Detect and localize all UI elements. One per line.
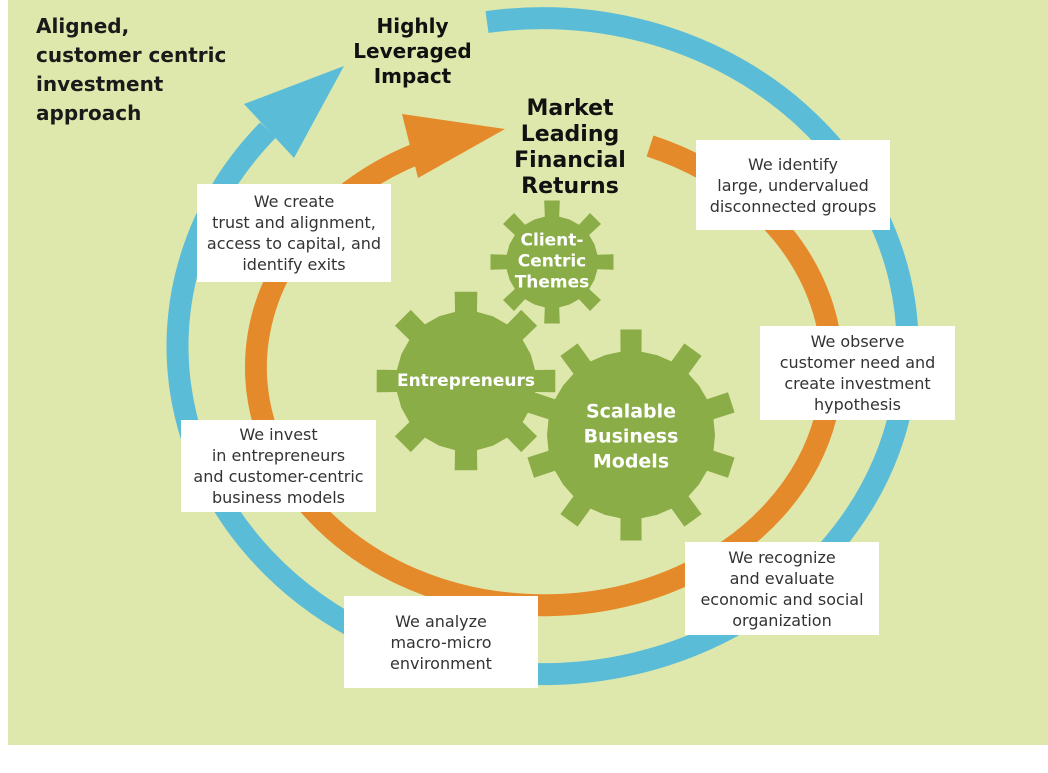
gear-label-line: Business (583, 425, 679, 448)
outer-cycle-arrowhead (244, 66, 344, 158)
gear-shape (376, 291, 556, 471)
scalable-business-models-gear (527, 329, 735, 541)
inner-cycle-arrowhead (402, 114, 505, 178)
approach-caption: Aligned, customer centric investment app… (36, 12, 226, 128)
step-line: We invest (239, 425, 318, 444)
client-centric-themes-gear (490, 200, 614, 324)
step-line: economic and social (700, 589, 864, 609)
step-recognize-evaluate: We recognize and evaluate economic and s… (685, 542, 879, 635)
step-line: and customer-centric (193, 467, 364, 486)
inner-label-line: Returns (521, 174, 619, 199)
outer-label-line: Highly (376, 14, 449, 38)
gear-label-line: Centric (517, 251, 587, 272)
step-create-trust: We create trust and alignment, access to… (197, 184, 391, 282)
outer-label-line: Leveraged (353, 39, 472, 63)
step-line: large, undervalued (717, 175, 869, 195)
step-line: We recognize (728, 547, 836, 567)
step-line: macro-micro (390, 632, 492, 652)
scalable-business-models-label: Scalable Business Models (584, 400, 679, 475)
step-invest: We invest in entrepreneurs and customer-… (181, 420, 376, 512)
inner-label-line: Leading (520, 122, 620, 147)
step-line: We create (253, 192, 335, 211)
step-line: customer need and (779, 353, 936, 372)
step-line: We analyze (395, 611, 487, 631)
gear-label-line: Themes (514, 272, 590, 293)
gear-label-line: Scalable (585, 400, 677, 423)
step-line: We observe (810, 332, 905, 351)
gear-shape (527, 329, 735, 541)
step-line: identify exits (242, 255, 346, 274)
step-line: business models (212, 488, 345, 507)
step-line: disconnected groups (709, 196, 877, 216)
step-line: organization (732, 610, 832, 630)
entrepreneurs-gear (376, 291, 556, 471)
caption-line: approach (36, 101, 142, 125)
step-line: access to capital, and (206, 234, 382, 253)
step-observe-need: We observe customer need and create inve… (760, 326, 955, 420)
step-line: in entrepreneurs (211, 446, 346, 465)
step-analyze-environment: We analyze macro-micro environment (344, 596, 538, 688)
outer-label-line: Impact (373, 64, 452, 88)
client-centric-themes-label: Client- Centric Themes (515, 231, 590, 294)
gear-label-line: Entrepreneurs (396, 371, 536, 391)
inner-cycle-label: Market Leading Financial Returns (500, 96, 640, 200)
step-line: trust and alignment, (212, 213, 376, 232)
caption-line: Aligned, (36, 14, 130, 38)
gear-shape (490, 200, 614, 324)
caption-line: customer centric (36, 43, 227, 67)
step-line: and evaluate (729, 568, 835, 588)
step-line: hypothesis (814, 395, 901, 414)
inner-cycle-arc (244, 135, 843, 617)
entrepreneurs-label: Entrepreneurs (397, 370, 535, 392)
caption-line: investment (36, 72, 164, 96)
step-identify-groups: We identify large, undervalued disconnec… (696, 140, 890, 230)
gear-label-line: Client- (520, 230, 584, 251)
step-line: create investment (784, 374, 931, 393)
inner-label-line: Financial (514, 148, 626, 173)
step-line: environment (390, 653, 492, 673)
outer-cycle-label: Highly Leveraged Impact (340, 14, 485, 89)
step-line: We identify (748, 154, 838, 174)
inner-label-line: Market (526, 96, 614, 121)
gear-label-line: Models (592, 450, 670, 473)
